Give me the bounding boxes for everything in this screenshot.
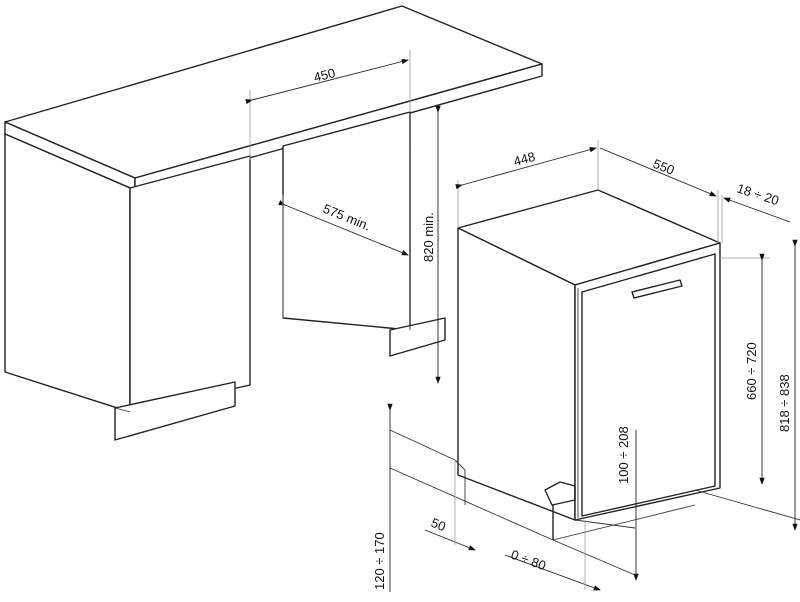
left-cabinet [4, 133, 251, 441]
label-niche-height: 820 min. [421, 212, 436, 262]
label-appliance-width: 448 [512, 149, 537, 169]
dimension-lines [245, 50, 798, 592]
label-niche-width: 450 [312, 65, 337, 85]
label-plinth-clearance: 120 ÷ 170 [372, 532, 387, 590]
label-total-height: 818 ÷ 838 [777, 374, 792, 432]
label-door-height: 660 ÷ 720 [744, 342, 759, 400]
door-handle [631, 279, 683, 299]
door-panel [581, 253, 716, 517]
plinth-foot [544, 481, 576, 506]
dishwasher [457, 189, 721, 541]
label-plinth-height-range: 100 ÷ 208 [616, 426, 631, 484]
worktop [4, 5, 543, 191]
label-plinth-offset: 0 ÷ 80 [509, 547, 548, 573]
label-plinth-setback: 50 [429, 515, 448, 534]
label-appliance-depth: 550 [651, 156, 677, 178]
